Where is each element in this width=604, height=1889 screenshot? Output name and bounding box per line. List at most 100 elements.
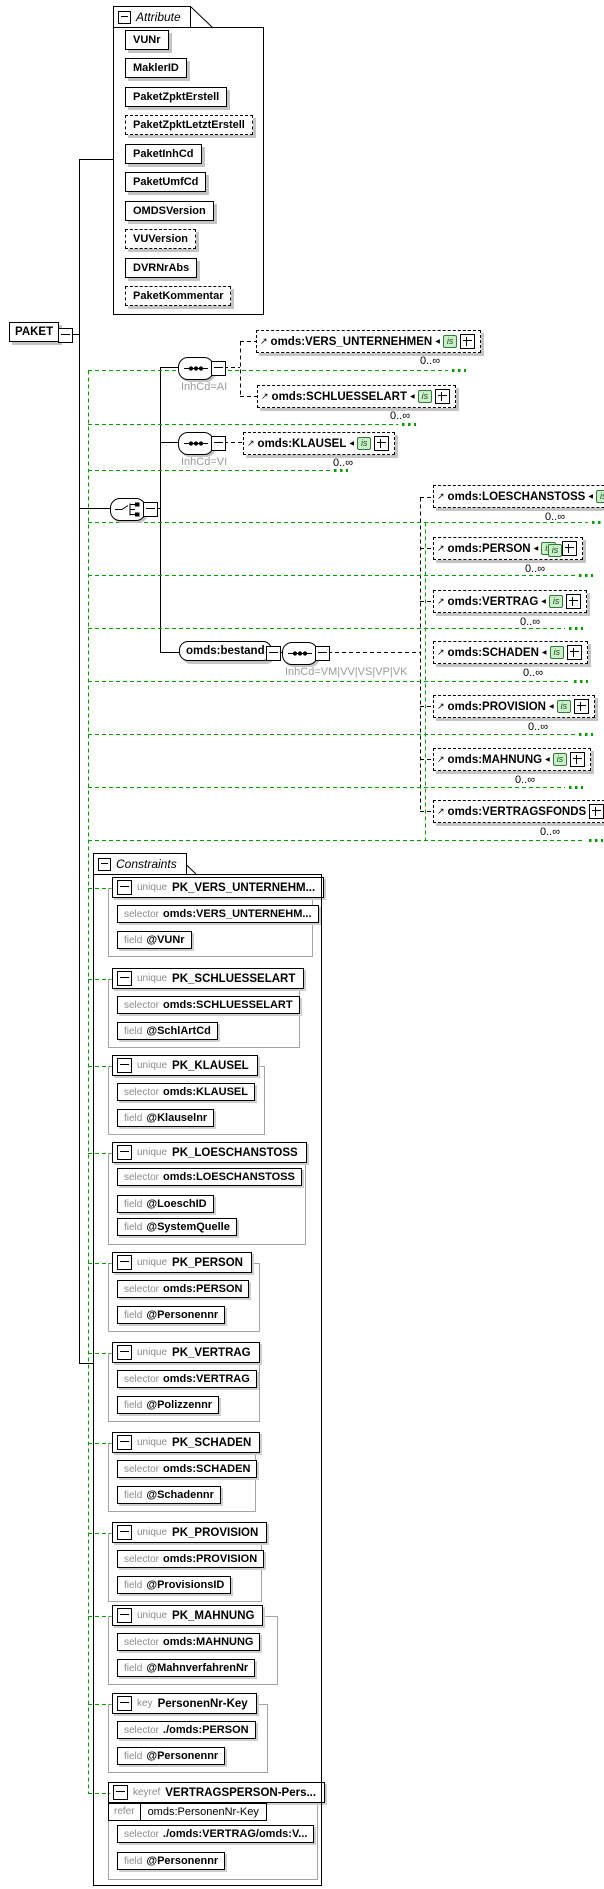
sequence-icon-ai[interactable] <box>178 357 214 380</box>
expand-icon[interactable] <box>567 645 583 660</box>
attribute-paketumfcd[interactable]: PaketUmfCd <box>125 172 207 192</box>
bestand-collapse-icon[interactable] <box>266 646 281 661</box>
collapse-icon[interactable] <box>117 1145 132 1160</box>
constraint-selector[interactable]: selector omds:SCHADEN <box>117 1460 258 1478</box>
collapse-icon[interactable] <box>113 1785 128 1800</box>
collapse-icon[interactable] <box>117 1435 132 1450</box>
expand-icon[interactable] <box>374 436 390 451</box>
constraint-selector[interactable]: selector omds:KLAUSEL <box>117 1083 255 1101</box>
attribute-paketinhcd[interactable]: PaketInhCd <box>125 144 202 164</box>
constraint-header[interactable]: unique PK_KLAUSEL <box>112 1055 258 1076</box>
element-person[interactable]: ↗ omds:PERSON ◀ is is <box>433 537 584 560</box>
attribute-paketzpkterstell[interactable]: PaketZpktErstell <box>125 87 228 107</box>
element-bestand[interactable]: omds:bestand <box>179 641 272 661</box>
identity-constraint-badge: is <box>556 700 572 713</box>
constraint-selector[interactable]: selector omds:LOESCHANSTOSS <box>117 1168 302 1186</box>
constraint-field[interactable]: field @LoeschID <box>117 1195 214 1213</box>
occurrence-label: 0..∞ <box>525 563 546 575</box>
collapse-icon[interactable] <box>98 857 111 871</box>
constraint-refer[interactable]: refer omds:PersonenNr-Key <box>108 1803 267 1821</box>
collapse-icon[interactable] <box>117 880 132 895</box>
identity-link-icon: ◀ <box>410 393 415 400</box>
constraint-header[interactable]: key PersonenNr-Key <box>112 1693 257 1714</box>
element-vertrag[interactable]: ↗ omds:VERTRAG ◀ is <box>433 590 588 613</box>
occurrence-label: 0..∞ <box>540 826 561 838</box>
sequence-icon-bestand[interactable] <box>282 642 318 665</box>
expand-icon[interactable] <box>435 389 451 404</box>
choice-glyph <box>115 502 140 517</box>
constraint-field[interactable]: field @ProvisionsID <box>117 1576 232 1594</box>
identity-constraint-badge: is <box>547 544 563 557</box>
constraint-selector[interactable]: selector ./omds:PERSON <box>117 1721 256 1739</box>
collapse-icon[interactable] <box>117 1058 132 1073</box>
element-schluesselart[interactable]: ↗ omds:SCHLUESSELART ◀ is <box>257 385 457 408</box>
element-provision[interactable]: ↗ omds:PROVISION ◀ is <box>433 695 596 718</box>
constraint-selector[interactable]: selector omds:PERSON <box>117 1280 250 1298</box>
sequence-ai-collapse-icon[interactable] <box>211 361 226 376</box>
attribute-omdsversion[interactable]: OMDSVersion <box>125 201 214 221</box>
sequence-vi-condition: InhCd=VI <box>181 456 228 468</box>
constraint-field[interactable]: field @Personennr <box>117 1852 226 1870</box>
constraint-field[interactable]: field @MahnverfahrenNr <box>117 1659 256 1677</box>
sequence-vi-collapse-icon[interactable] <box>211 436 226 451</box>
constraint-header[interactable]: keyref VERTRAGSPERSON-Pers... <box>108 1782 326 1803</box>
attribute-dvrnrabs[interactable]: DVRNrAbs <box>125 258 198 278</box>
identity-link-icon: ◀ <box>435 338 440 345</box>
element-vers-unternehmen[interactable]: ↗ omds:VERS_UNTERNEHMEN ◀ is <box>256 330 482 353</box>
element-schaden[interactable]: ↗ omds:SCHADEN ◀ is <box>433 641 589 664</box>
attribute-paketzpktletzterstell[interactable]: PaketZpktLetztErstell <box>125 115 253 135</box>
constraint-header[interactable]: unique PK_SCHLUESSELART <box>112 968 305 989</box>
collapse-icon[interactable] <box>117 971 132 986</box>
constraint-selector[interactable]: selector ./omds:VERTRAG/omds:V... <box>117 1825 315 1843</box>
expand-icon[interactable] <box>589 804 604 819</box>
sequence-bestand-collapse-icon[interactable] <box>315 646 330 661</box>
constraint-selector[interactable]: selector omds:PROVISION <box>117 1550 265 1568</box>
paket-collapse-icon[interactable] <box>58 328 73 343</box>
attribute-vunr[interactable]: VUNr <box>125 30 169 50</box>
constraint-header[interactable]: unique PK_PERSON <box>112 1252 252 1273</box>
constraint-header[interactable]: unique PK_LOESCHANSTOSS <box>112 1142 307 1163</box>
collapse-icon[interactable] <box>117 1608 132 1623</box>
choice-icon[interactable] <box>110 498 146 521</box>
expand-icon[interactable] <box>570 752 586 767</box>
constraint-field[interactable]: field @Personennr <box>117 1306 226 1324</box>
sequence-icon-vi[interactable] <box>178 432 214 455</box>
element-loeschanstoss[interactable]: ↗ omds:LOESCHANSTOSS ◀ is <box>433 485 604 508</box>
attribute-panel-tab: Attribute <box>113 6 191 28</box>
collapse-icon[interactable] <box>117 1525 132 1540</box>
collapse-icon[interactable] <box>118 10 131 24</box>
expand-icon[interactable] <box>566 594 582 609</box>
expand-icon[interactable] <box>574 699 590 714</box>
expand-icon[interactable] <box>562 541 578 556</box>
collapse-icon[interactable] <box>117 1696 132 1711</box>
constraint-header[interactable]: unique PK_VERS_UNTERNEHM... <box>112 877 325 898</box>
constraint-field[interactable]: field @Personennr <box>117 1747 226 1765</box>
collapse-icon[interactable] <box>117 1255 132 1270</box>
collapse-icon[interactable] <box>117 1345 132 1360</box>
constraint-header[interactable]: unique PK_VERTRAG <box>112 1342 260 1363</box>
constraints-panel-tab: Constraints <box>93 853 187 875</box>
constraint-header[interactable]: unique PK_PROVISION <box>112 1522 268 1543</box>
element-mahnung[interactable]: ↗ omds:MAHNUNG ◀ is <box>433 748 592 771</box>
constraint-field[interactable]: field @SchlArtCd <box>117 1022 218 1040</box>
constraint-field[interactable]: field @Polizzennr <box>117 1396 220 1414</box>
expand-icon[interactable] <box>460 334 476 349</box>
constraint-field[interactable]: field @SystemQuelle <box>117 1218 237 1236</box>
constraint-header[interactable]: unique PK_MAHNUNG <box>112 1605 264 1626</box>
element-klausel[interactable]: ↗ omds:KLAUSEL ◀ is <box>243 432 396 455</box>
attribute-maklerid[interactable]: MaklerID <box>125 58 187 78</box>
choice-collapse-icon[interactable] <box>143 502 158 517</box>
attribute-vuversion[interactable]: VUVersion <box>125 229 197 249</box>
constraint-field[interactable]: field @Klauselnr <box>117 1109 215 1127</box>
constraint-field[interactable]: field @Schadennr <box>117 1486 221 1504</box>
constraint-selector[interactable]: selector omds:VERTRAG <box>117 1370 257 1388</box>
constraint-field[interactable]: field @VUNr <box>117 931 192 949</box>
attribute-paketkommentar[interactable]: PaketKommentar <box>125 286 232 306</box>
element-vertragsfonds[interactable]: ↗ omds:VERTRAGSFONDS <box>433 800 604 823</box>
constraint-selector[interactable]: selector omds:SCHLUESSELART <box>117 996 300 1014</box>
constraint-selector[interactable]: selector omds:VERS_UNTERNEHM... <box>117 905 319 923</box>
constraint-header[interactable]: unique PK_SCHADEN <box>112 1432 261 1453</box>
constraint-selector[interactable]: selector omds:MAHNUNG <box>117 1633 261 1651</box>
root-element-paket[interactable]: PAKET <box>9 322 60 342</box>
